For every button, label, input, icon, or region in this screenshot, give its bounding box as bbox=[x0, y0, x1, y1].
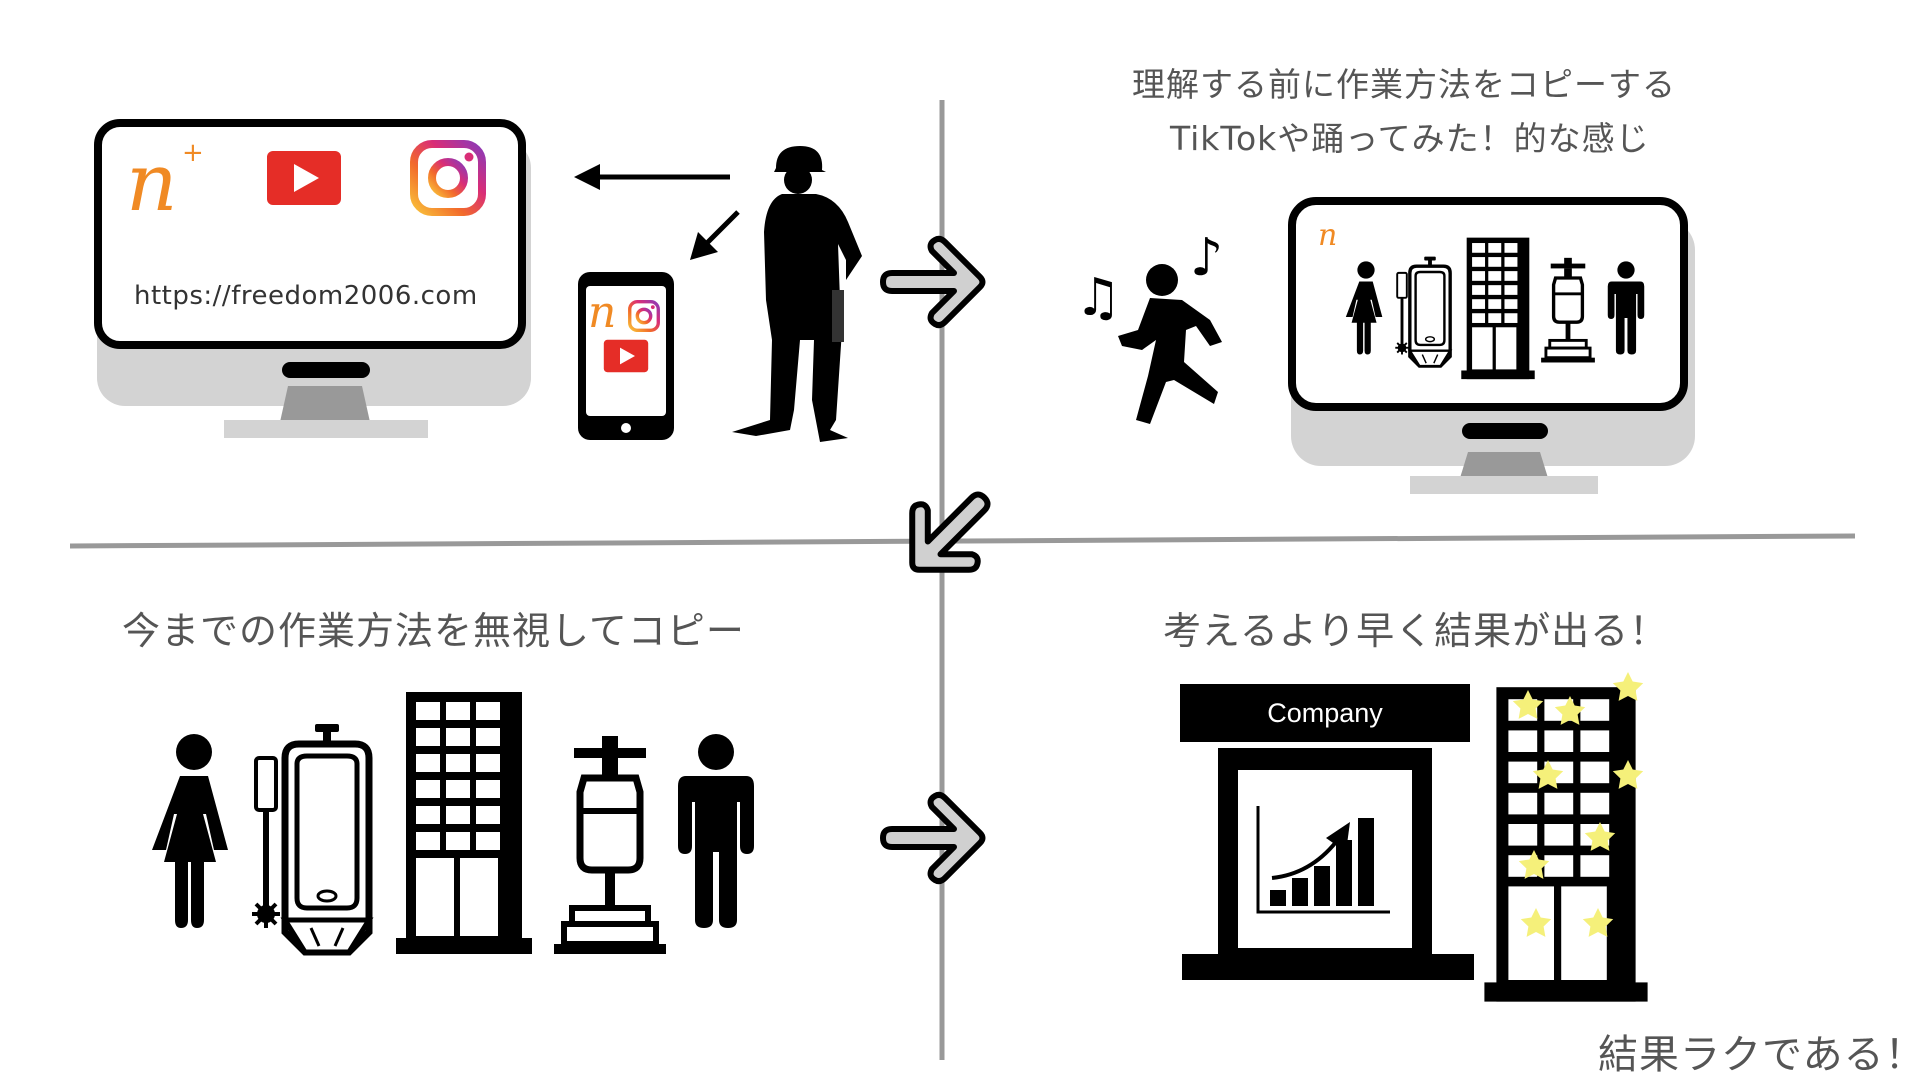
music-note-icon: ♫ bbox=[1075, 268, 1122, 328]
arrow-right-bottom bbox=[883, 795, 983, 881]
caption-top-right-line2: TikTokや踊ってみた！的な感じ bbox=[1170, 119, 1650, 158]
growth-chart-icon bbox=[1256, 806, 1390, 914]
youtube-icon bbox=[267, 151, 341, 205]
phone-youtube-icon bbox=[603, 339, 649, 373]
small-monitor-n-plus-logo: n bbox=[1318, 218, 1338, 253]
arrow-to-phone bbox=[690, 210, 740, 260]
arrow-to-monitor bbox=[574, 164, 730, 190]
arrow-down-left bbox=[884, 467, 1015, 598]
floor-polisher-icon bbox=[554, 736, 666, 954]
arrow-right-top bbox=[883, 239, 983, 325]
worker-silhouette-icon bbox=[732, 146, 862, 442]
mop-icon bbox=[250, 756, 282, 930]
woman-icon bbox=[152, 734, 228, 928]
caption-top-right-line1: 理解する前に作業方法をコピーする bbox=[1132, 65, 1676, 104]
horizontal-divider bbox=[69, 533, 1856, 549]
small-urinal-icon bbox=[1408, 254, 1452, 368]
company-sign: Company bbox=[1267, 698, 1383, 728]
music-note-icon: ♪ bbox=[1190, 228, 1224, 288]
caption-bottom-left: 今までの作業方法を無視してコピー bbox=[122, 609, 745, 653]
website-url: https://freedom2006.com bbox=[134, 281, 478, 311]
urinal-icon bbox=[285, 724, 369, 952]
phone-n-plus-logo: n bbox=[588, 287, 617, 338]
n-plus-logo: n bbox=[126, 136, 178, 229]
small-building-icon bbox=[1461, 237, 1535, 380]
star-building-icon bbox=[1484, 687, 1648, 1002]
dancer-icon bbox=[1118, 264, 1222, 424]
caption-footer: 結果ラクである！ bbox=[1598, 1032, 1920, 1078]
n-plus-logo-superscript: + bbox=[182, 138, 204, 168]
building-icon bbox=[396, 692, 532, 954]
man-icon bbox=[678, 734, 754, 928]
caption-bottom-right: 考えるより早く結果が出る！ bbox=[1163, 609, 1669, 653]
